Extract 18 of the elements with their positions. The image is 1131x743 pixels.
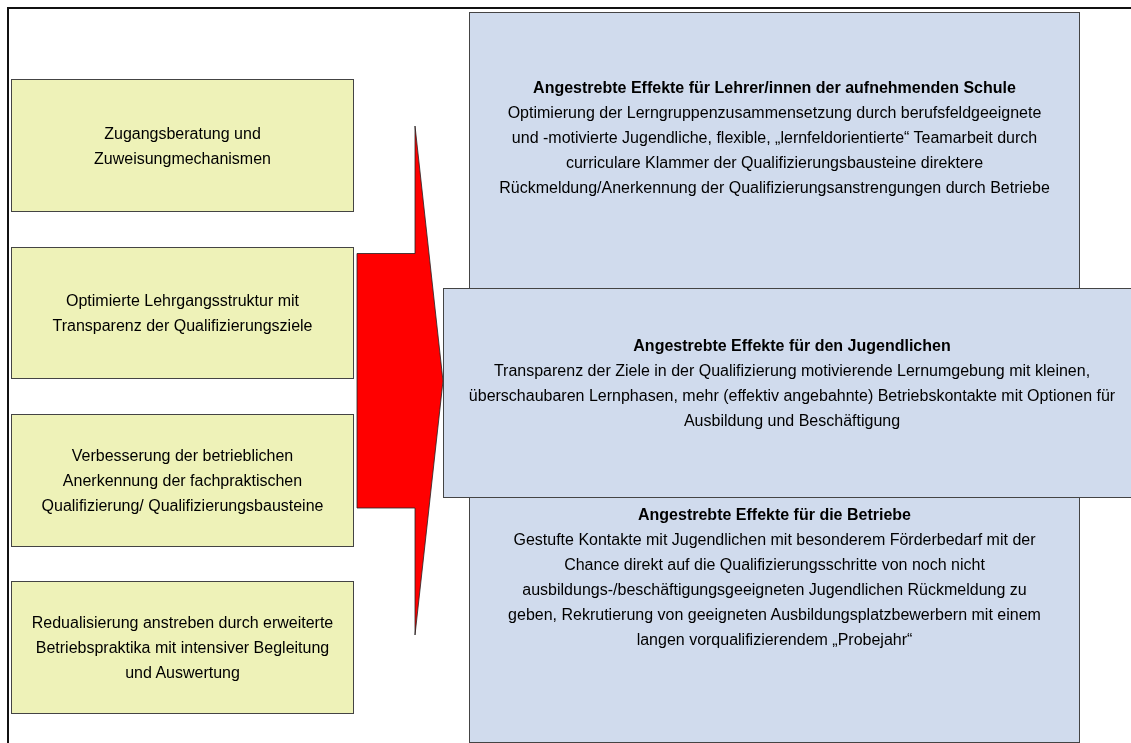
effect-box xyxy=(469,12,1080,289)
measure-text: Optimierte Lehrgangsstruktur mit Transparenz der Qualifizierungsziele xyxy=(51,291,314,336)
effect-box xyxy=(469,497,1080,743)
effect-heading: Angestrebte Effekte für den Jugendlichen xyxy=(633,336,951,356)
effect-heading: Angestrebte Effekte für Lehrer/innen der aufnehmenden Schule xyxy=(533,78,1016,98)
effect-box xyxy=(443,288,1131,498)
effect-text: Transparenz der Ziele in der Qualifizierung motivierende Lernumgebung mit kleinen, überschaubaren Lernphasen, mehr (effektiv angebahnte) Betriebskontakte mit Optionen für Ausbildung und Beschäftigung xyxy=(467,361,1117,431)
measure-box xyxy=(11,247,354,379)
measure-text: Verbesserung der betrieblichen Anerkennung der fachpraktischen Qualifizierung/ Qualifizierungsbausteine xyxy=(40,446,325,516)
measure-text: Redualisierung anstreben durch erweiterte Betriebspraktika mit intensiver Begleitung und Auswertung xyxy=(30,613,335,683)
effect-text: Optimierung der Lerngruppenzusammensetzung durch berufsfeldgeeignete und -motivierte Jugendliche, flexible, „lernfeldorientierte“ Teamarbeit durch curriculare Klammer der Qualifizierungsbausteine direktere Rückmeldung/Anerkennung der Qualifizierungsanstrengungen durch Betriebe xyxy=(498,103,1051,198)
measure-text: Zugangsberatung und Zuweisungmechanismen xyxy=(93,123,272,169)
effect-text: Gestufte Kontakte mit Jugendlichen mit besonderem Förderbedarf mit der Chance direkt auf die Qualifizierungsschritte von noch nicht ausbildungs-/beschäftigungsgeeigneten Jugendlichen Rückmeldung zu geben, Rekrutierung von geeigneten Ausbildungsplatzbewerbern mit einem langen vorqualifizierendem „Probejahr“ xyxy=(507,530,1042,650)
block-arrow xyxy=(356,125,444,636)
effect-heading: Angestrebte Effekte für die Betriebe xyxy=(638,505,911,525)
measure-box xyxy=(11,414,354,547)
measure-box xyxy=(11,581,354,714)
measure-box xyxy=(11,79,354,212)
